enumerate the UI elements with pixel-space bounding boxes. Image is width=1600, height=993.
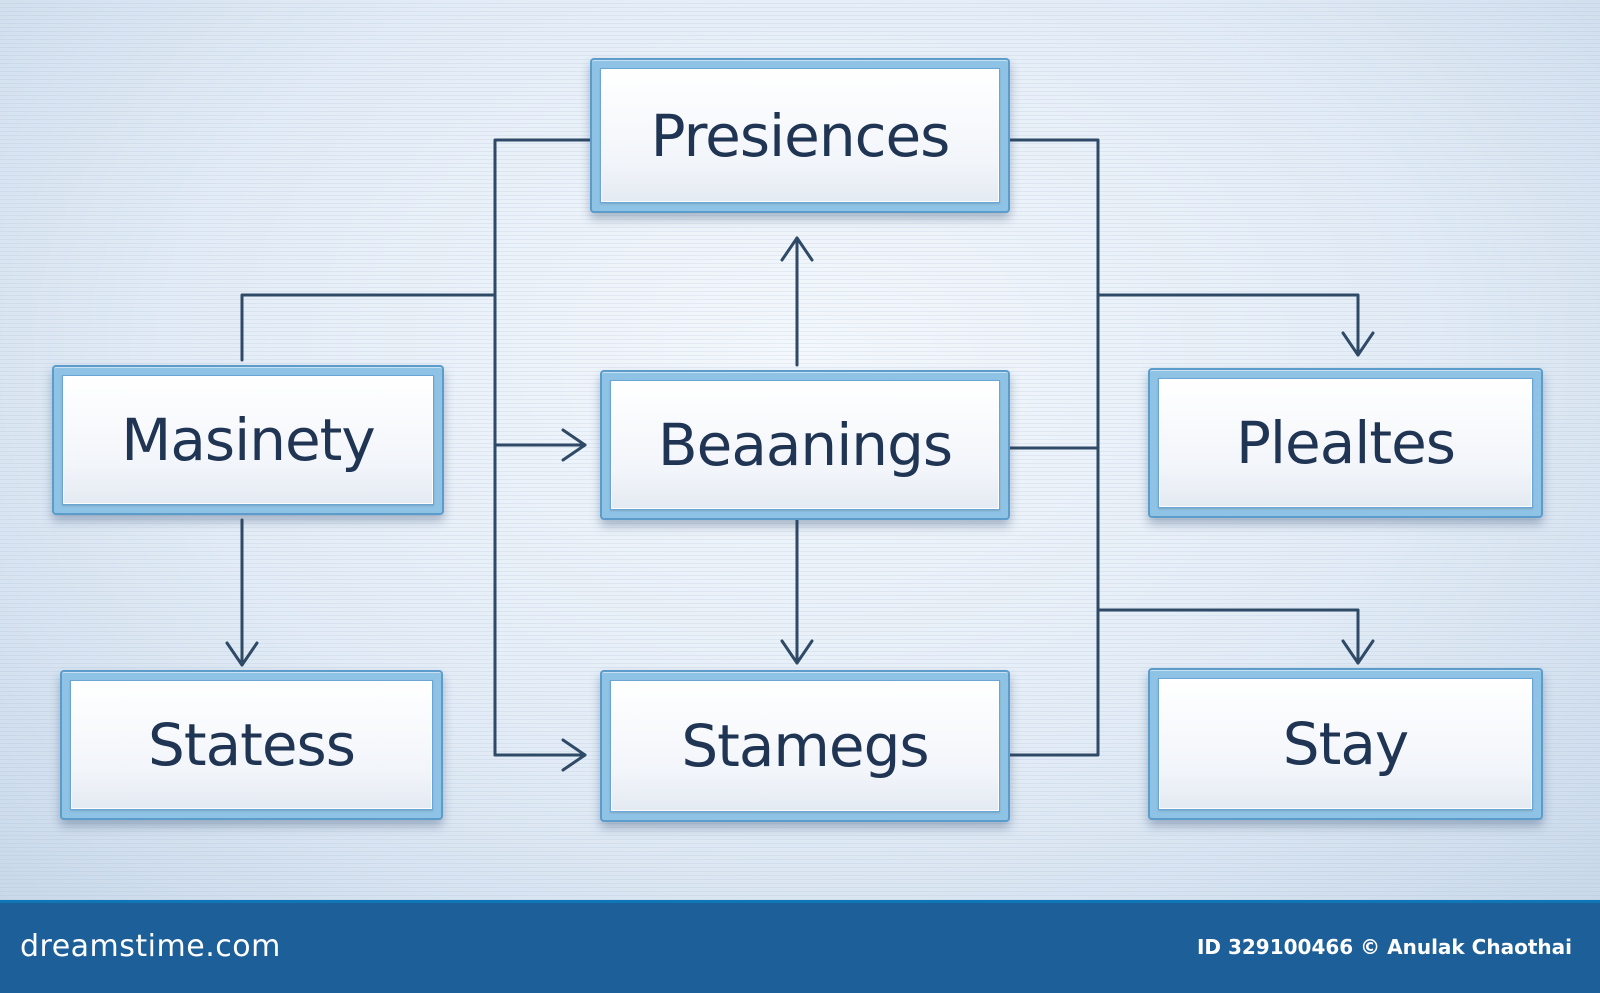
footer-brand: dreamstime.com — [20, 929, 281, 964]
arrowhead-statess — [225, 641, 259, 667]
node-stay-label: Stay — [1158, 678, 1533, 810]
arrowhead-plealtes — [1341, 331, 1375, 357]
node-beaanings-label: Beaanings — [610, 380, 1000, 510]
arrowhead-stamegs-top — [780, 639, 814, 665]
node-plealtes: Plealtes — [1148, 368, 1543, 518]
node-masinety: Masinety — [52, 365, 444, 515]
node-plealtes-label: Plealtes — [1158, 378, 1533, 508]
connector-masinety-trunk — [240, 293, 497, 362]
connector-trunk-stay — [1096, 608, 1360, 665]
arrowhead-stay — [1341, 639, 1375, 665]
connector-presiences-left-trunk — [493, 138, 592, 757]
footer-credit: ID 329100466 © Anulak Chaothai — [1196, 935, 1572, 959]
arrowhead-beaanings — [561, 428, 587, 462]
node-statess-label: Statess — [70, 680, 433, 810]
footer-bar: dreamstime.com ID 329100466 © Anulak Cha… — [0, 900, 1600, 993]
node-stamegs-label: Stamegs — [610, 680, 1000, 812]
diagram-canvas: Presiences Masinety Beaanings Plealtes S… — [0, 0, 1600, 900]
arrowhead-stamegs-left — [561, 738, 587, 772]
connector-trunk-plealtes — [1096, 293, 1360, 357]
node-presiences: Presiences — [590, 58, 1010, 213]
node-stay: Stay — [1148, 668, 1543, 820]
node-beaanings: Beaanings — [600, 370, 1010, 520]
connector-lines — [225, 138, 1375, 772]
node-presiences-label: Presiences — [600, 68, 1000, 203]
node-statess: Statess — [60, 670, 443, 820]
node-stamegs: Stamegs — [600, 670, 1010, 822]
arrowhead-presiences — [780, 236, 814, 262]
node-masinety-label: Masinety — [62, 375, 434, 505]
